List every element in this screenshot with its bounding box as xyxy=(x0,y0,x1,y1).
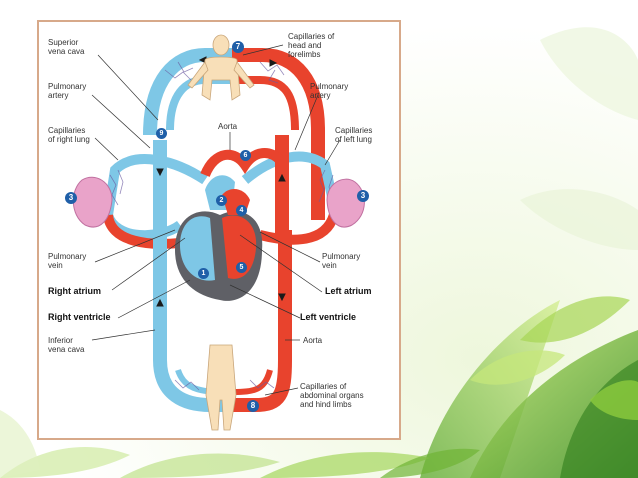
step-badge-1: 1 xyxy=(198,268,209,279)
step-badge-9: 9 xyxy=(156,128,167,139)
heart xyxy=(175,175,263,301)
step-badge-8: 8 xyxy=(247,400,259,412)
head-capillary-loop xyxy=(143,48,325,220)
step-badge-2: 2 xyxy=(216,195,227,206)
label-left-atrium: Left atrium xyxy=(325,286,372,296)
label-right-ventricle: Right ventricle xyxy=(48,312,111,322)
label-aorta-top: Aorta xyxy=(218,122,238,131)
step-badge-5: 5 xyxy=(236,262,247,273)
label-right-atrium: Right atrium xyxy=(48,286,101,296)
step-badge-7: 7 xyxy=(232,41,244,53)
upper-body-figure xyxy=(187,34,255,101)
lower-body-figure xyxy=(205,344,237,431)
label-left-ventricle: Left ventricle xyxy=(300,312,357,322)
right-lung xyxy=(72,176,113,228)
left-lung xyxy=(326,178,365,228)
step-badge-6: 6 xyxy=(240,150,251,161)
step-badge-4: 4 xyxy=(236,205,247,216)
step-badge-3-left: 3 xyxy=(65,192,77,204)
step-badge-3-right: 3 xyxy=(357,190,369,202)
label-aorta-bottom: Aorta xyxy=(303,336,323,345)
